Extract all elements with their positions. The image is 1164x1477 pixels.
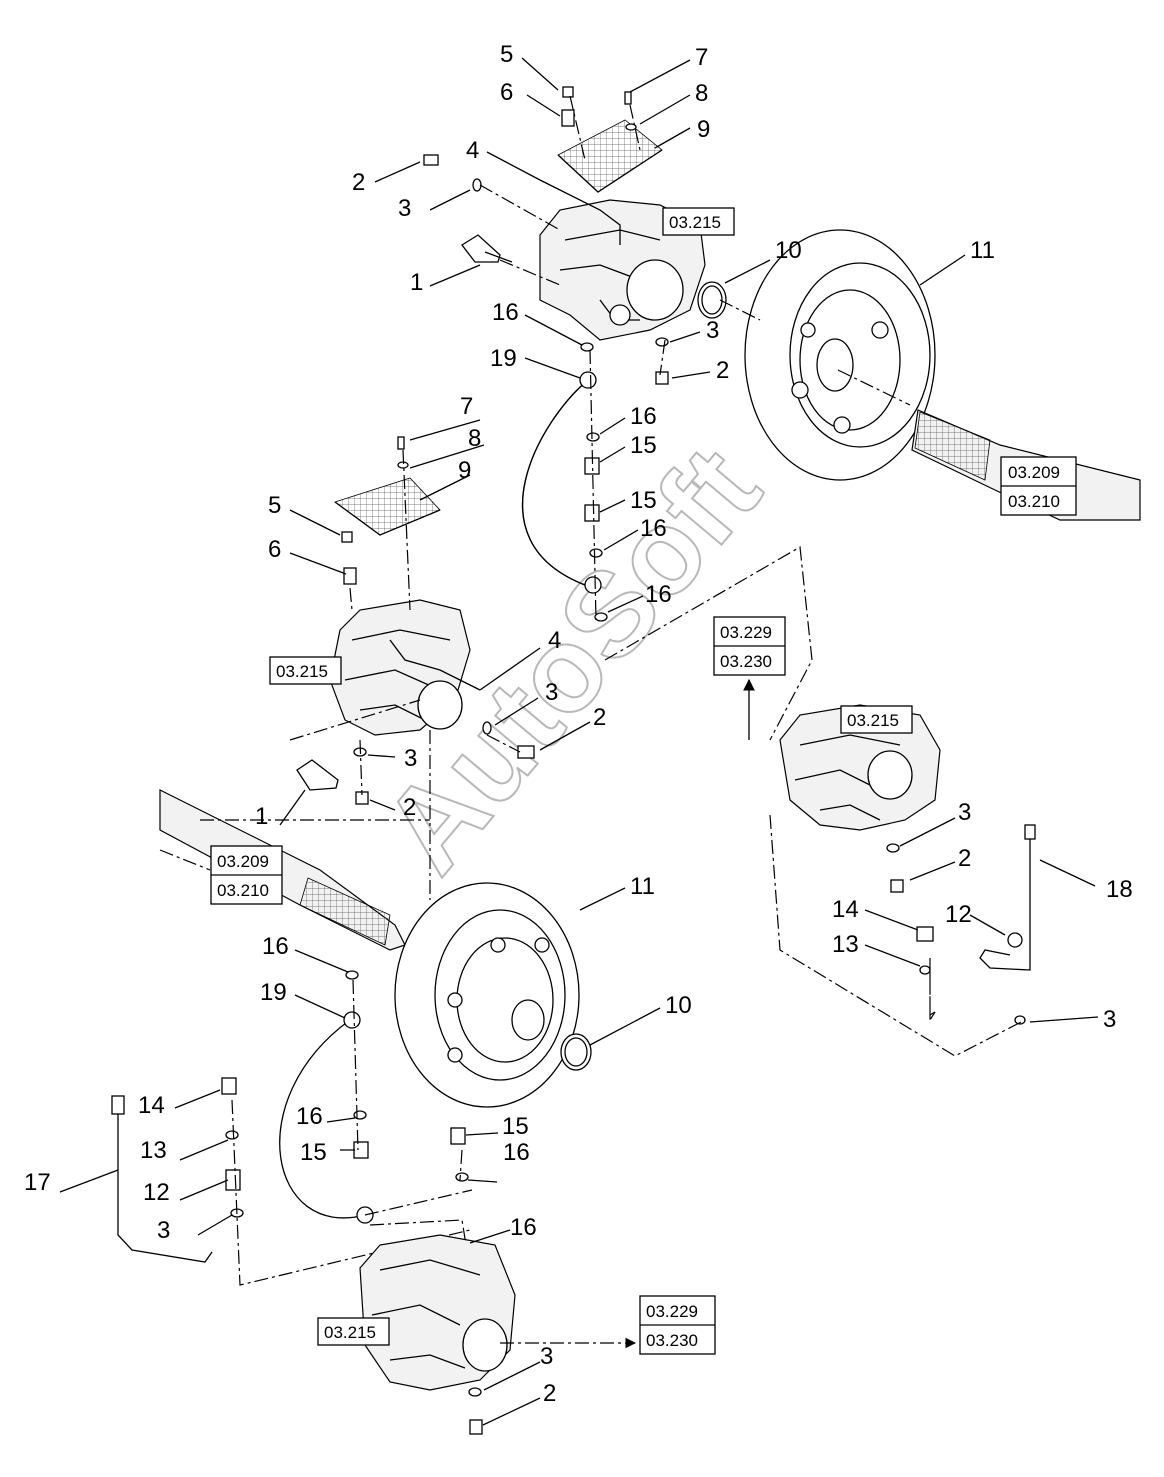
ref-top-shaft-a: 03.209 [1008, 463, 1060, 482]
callout-12-right: 12 [945, 901, 972, 928]
callout-9-top: 9 [697, 116, 710, 143]
callout-2-top-right: 2 [716, 357, 729, 384]
callout-16-lower-d: 16 [510, 1214, 537, 1241]
callout-2-mid-right: 2 [593, 704, 606, 731]
callout-13-lower: 13 [140, 1137, 167, 1164]
callout-13-right: 13 [832, 931, 859, 958]
ref-bottom-a: 03.229 [646, 1302, 698, 1321]
callout-4-mid: 4 [548, 627, 561, 654]
middle-plate-9 [334, 477, 441, 536]
callout-14-right: 14 [832, 896, 859, 923]
callout-1-top: 1 [410, 269, 423, 296]
callout-6-top: 6 [500, 79, 513, 106]
callout-3-top-left: 3 [398, 195, 411, 222]
callout-15-lower-a: 15 [300, 1139, 327, 1166]
callout-4-top: 4 [466, 137, 479, 164]
callout-15-lower-b: 15 [502, 1113, 529, 1140]
callout-15-hose-b: 15 [630, 487, 657, 514]
right-caliper-group: 03.229 03.230 3 2 14 13 12 18 3 03.215 [604, 546, 1133, 1057]
ref-left-shaft-b: 03.210 [217, 881, 269, 900]
callout-17-lower: 17 [24, 1169, 51, 1196]
callout-5-top: 5 [500, 41, 513, 68]
callout-10-top: 10 [775, 237, 802, 264]
ref-bottom-b: 03.230 [646, 1331, 698, 1350]
callout-10-lower: 10 [665, 992, 692, 1019]
ref-middle-caliper: 03.215 [276, 662, 328, 681]
callout-6-mid: 6 [268, 536, 281, 563]
callout-11-lower: 11 [630, 873, 655, 900]
callout-14-lower: 14 [138, 1092, 165, 1119]
ref-right-caliper: 03.215 [847, 711, 899, 730]
ref-center-a: 03.229 [720, 623, 772, 642]
callout-3-lower-bottom: 3 [540, 1343, 553, 1370]
top-caliper-group: 5 6 7 8 9 4 2 3 1 16 10 11 3 2 19 16 15 … [352, 41, 1141, 622]
right-caliper-body [779, 704, 941, 831]
callout-2-right: 2 [958, 845, 971, 872]
callout-3-right-bottom: 3 [1103, 1006, 1116, 1033]
callout-3-right-top: 3 [958, 799, 971, 826]
callout-15-hose-a: 15 [630, 432, 657, 459]
callout-16-top: 16 [492, 299, 519, 326]
callout-2-mid-bottom: 2 [403, 794, 416, 821]
callout-16-lower-b: 16 [296, 1103, 323, 1130]
callout-18-right: 18 [1106, 876, 1133, 903]
callout-16-lower-c: 16 [503, 1139, 530, 1166]
ref-bottom-caliper: 03.215 [324, 1323, 376, 1342]
callout-19-top: 19 [490, 345, 517, 372]
callout-7-top: 7 [695, 44, 708, 71]
callout-2-top-left: 2 [352, 169, 365, 196]
callout-2-lower-bottom: 2 [543, 1380, 556, 1407]
top-plate-9 [557, 119, 663, 193]
callout-11-top: 11 [970, 237, 995, 264]
callout-3-lower-left: 3 [157, 1217, 170, 1244]
callout-8-mid: 8 [468, 425, 481, 452]
callout-3-mid-right: 3 [545, 679, 558, 706]
callout-9-mid: 9 [458, 457, 471, 484]
callout-12-lower: 12 [143, 1179, 170, 1206]
ref-top-shaft-b: 03.210 [1008, 492, 1060, 511]
callout-16-lower-a: 16 [262, 933, 289, 960]
lower-assembly-group: 03.209 03.210 [24, 789, 716, 1435]
callout-7-mid: 7 [460, 393, 473, 420]
callout-16-hose-a: 16 [630, 403, 657, 430]
callout-3-top-right: 3 [706, 317, 719, 344]
callout-16-hose-b: 16 [640, 515, 667, 542]
callout-16-hose-c: 16 [645, 581, 672, 608]
ref-left-shaft-a: 03.209 [217, 852, 269, 871]
callout-3-mid-bottom: 3 [404, 745, 417, 772]
callout-5-mid: 5 [268, 492, 281, 519]
middle-caliper-group: 7 8 9 5 6 4 3 2 3 1 2 03.215 [255, 393, 606, 900]
ref-center-b: 03.230 [720, 652, 772, 671]
callout-1-mid: 1 [255, 803, 268, 830]
callout-8-top: 8 [695, 80, 708, 107]
ref-top-caliper: 03.215 [669, 213, 721, 232]
callout-19-lower: 19 [260, 979, 287, 1006]
